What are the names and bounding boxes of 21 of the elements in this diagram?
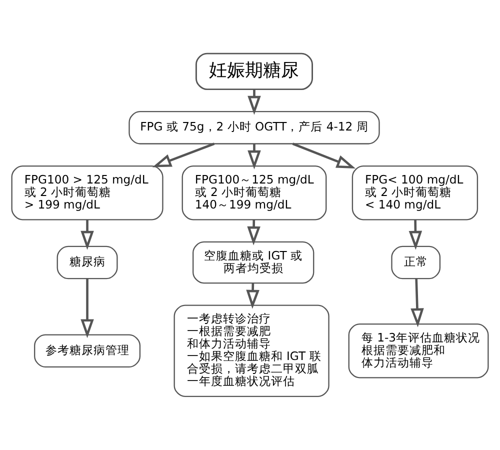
node-box: FPG 或 75g，2 小时 OGTT，产后 4-12 周 (128, 111, 380, 144)
arrow (248, 144, 261, 170)
arrow (410, 278, 424, 328)
node-box: FPG100～125 mg/dL 或 2 小时葡萄糖 140～199 mg/dL (182, 165, 327, 220)
arrow (248, 90, 261, 115)
arrow (80, 278, 94, 338)
node-box: 糖尿病 (56, 246, 118, 280)
arrow (292, 142, 356, 169)
node-box: 空腹血糖或 IGT 或 两者均受损 (192, 241, 314, 284)
arrow (80, 220, 94, 250)
arrow (246, 283, 260, 309)
node-box: 参考糖尿病管理 (34, 334, 141, 368)
arrow (152, 142, 215, 168)
arrow (408, 220, 422, 250)
arrow (247, 220, 260, 246)
node-box: FPG< 100 mg/dL 或 2 小时葡萄糖 < 140 mg/dL (352, 165, 478, 220)
node-box: 每 1-3年评估血糖状况 根据需要减肥和体力活动辅导 (348, 324, 489, 378)
node-box: 妊娠期糖尿 (196, 52, 313, 90)
node-box: 一考虑转诊治疗 一根据需要减肥和体力活动辅导 一如果空腹血糖和 IGT 联合受损，请考虑二甲双胍 一年度血糖状况评估 (174, 304, 330, 397)
node-box: FPG100 > 125 mg/dL 或 2 小时葡萄糖 > 199 mg/dL (11, 165, 164, 220)
node-box: 正常 (391, 246, 441, 280)
